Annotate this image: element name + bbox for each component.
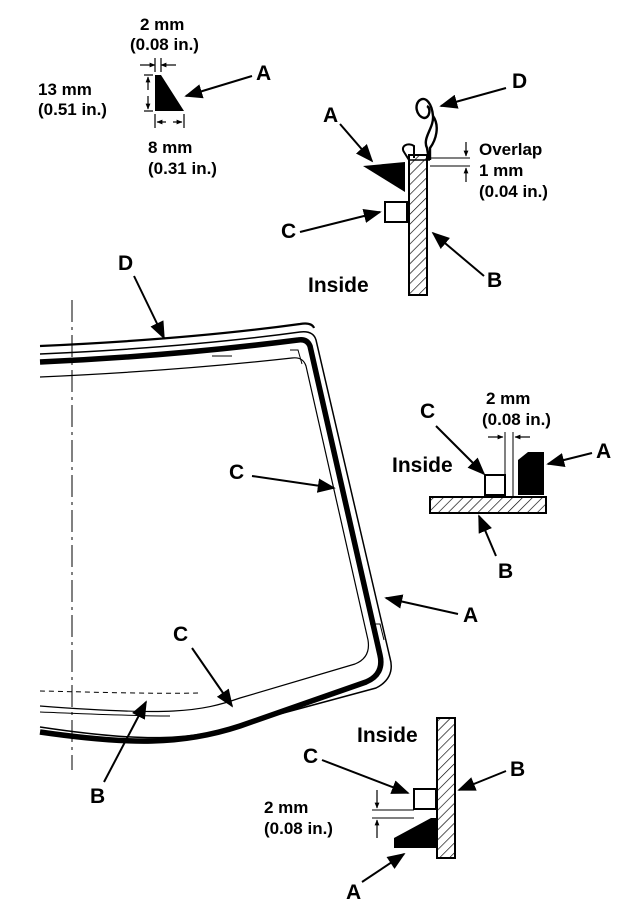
label-overlap: Overlap <box>479 140 542 159</box>
callout-c-lower: C <box>303 745 318 768</box>
label-inside-lower: Inside <box>357 724 418 747</box>
dam-a-side <box>518 452 544 495</box>
callout-c-upper: C <box>281 220 296 243</box>
callout-b-upper: B <box>487 269 502 292</box>
callout-d-upper: D <box>512 70 527 93</box>
side-edge-section: 2 mm (0.08 in.) C A B Inside <box>392 389 611 583</box>
callout-d-windshield: D <box>118 252 133 275</box>
callout-a-side: A <box>596 440 611 463</box>
dim-side-gap-in: (0.08 in.) <box>482 410 551 429</box>
dam-a-upper <box>363 162 405 192</box>
dim-dam-bottom-width-in: (0.31 in.) <box>148 159 217 178</box>
dim-dam-top-width-in: (0.08 in.) <box>130 35 199 54</box>
adhesive-bead-a <box>39 337 384 744</box>
spacer-c-lower <box>413 788 437 810</box>
callout-a-lower: A <box>346 881 361 904</box>
callout-a-upper: A <box>323 104 338 127</box>
dim-lower-gap-in: (0.08 in.) <box>264 819 333 838</box>
label-inside-upper: Inside <box>308 274 369 297</box>
callout-a-windshield: A <box>463 604 478 627</box>
callout-b-windshield: B <box>90 785 105 808</box>
glass-b-lower <box>436 717 456 859</box>
dim-side-gap: 2 mm <box>486 389 530 408</box>
callout-a-top-left: A <box>256 62 271 85</box>
callout-c-windshield-side: C <box>229 461 244 484</box>
dim-dam-bottom-width: 8 mm <box>148 138 192 157</box>
dim-dam-top-width: 2 mm <box>140 15 184 34</box>
dam-a-lower <box>394 818 437 848</box>
dam-profile-shape <box>155 75 184 111</box>
callout-b-side: B <box>498 560 513 583</box>
callout-c-side: C <box>420 400 435 423</box>
dim-overlap-in: (0.04 in.) <box>479 182 548 201</box>
label-inside-side: Inside <box>392 454 453 477</box>
windshield-outline <box>39 300 392 770</box>
dam-line-c <box>39 357 370 713</box>
molding-d-profile <box>415 97 438 161</box>
lower-edge-section: 2 mm (0.08 in.) C B A Inside <box>264 717 525 904</box>
spacer-c-upper <box>384 201 408 223</box>
dim-lower-gap: 2 mm <box>264 798 308 817</box>
glass-b-side <box>429 496 547 514</box>
spacer-c-side <box>484 474 506 496</box>
callout-c-windshield-bottom: C <box>173 623 188 646</box>
dim-dam-height: 13 mm <box>38 80 92 99</box>
dim-overlap: 1 mm <box>479 161 523 180</box>
dam-profile-detail: 2 mm (0.08 in.) 13 mm (0.51 in.) 8 mm (0… <box>38 15 271 178</box>
glass-b-upper <box>408 154 428 296</box>
upper-edge-section: A D C B Inside Overlap 1 mm (0.04 in.) <box>281 70 548 297</box>
windshield-callouts: D C A C B <box>90 252 478 808</box>
dim-dam-height-in: (0.51 in.) <box>38 100 107 119</box>
callout-b-lower: B <box>510 758 525 781</box>
